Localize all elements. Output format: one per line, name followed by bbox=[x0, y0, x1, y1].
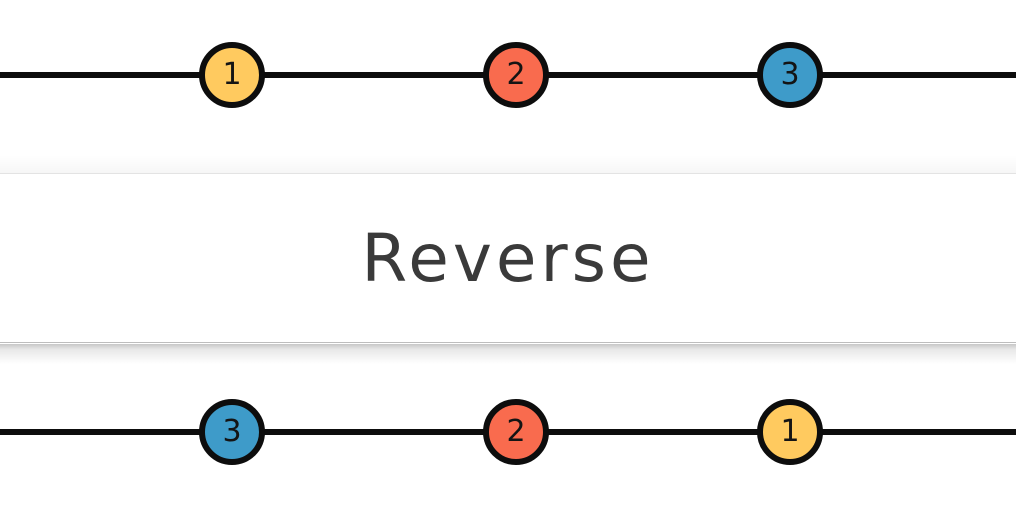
input-node-3[interactable]: 3 bbox=[757, 42, 823, 108]
output-node-1[interactable]: 3 bbox=[199, 399, 265, 465]
input-node-3-label: 3 bbox=[780, 57, 800, 92]
output-node-3-label: 1 bbox=[780, 414, 800, 449]
input-node-1-label: 1 bbox=[222, 57, 242, 92]
input-node-2-label: 2 bbox=[506, 57, 526, 92]
input-node-2[interactable]: 2 bbox=[483, 42, 549, 108]
output-node-3[interactable]: 1 bbox=[757, 399, 823, 465]
band-bottom-shadow bbox=[0, 344, 1016, 364]
operator-label: Reverse bbox=[361, 219, 655, 297]
output-node-1-label: 3 bbox=[222, 414, 242, 449]
input-sequence-row: 1 2 3 bbox=[0, 39, 1016, 111]
input-node-1[interactable]: 1 bbox=[199, 42, 265, 108]
output-node-2-label: 2 bbox=[506, 414, 526, 449]
output-sequence-row: 3 2 1 bbox=[0, 396, 1016, 468]
operator-band: Reverse bbox=[0, 173, 1016, 343]
output-node-2[interactable]: 2 bbox=[483, 399, 549, 465]
band-top-glow bbox=[0, 155, 1016, 173]
